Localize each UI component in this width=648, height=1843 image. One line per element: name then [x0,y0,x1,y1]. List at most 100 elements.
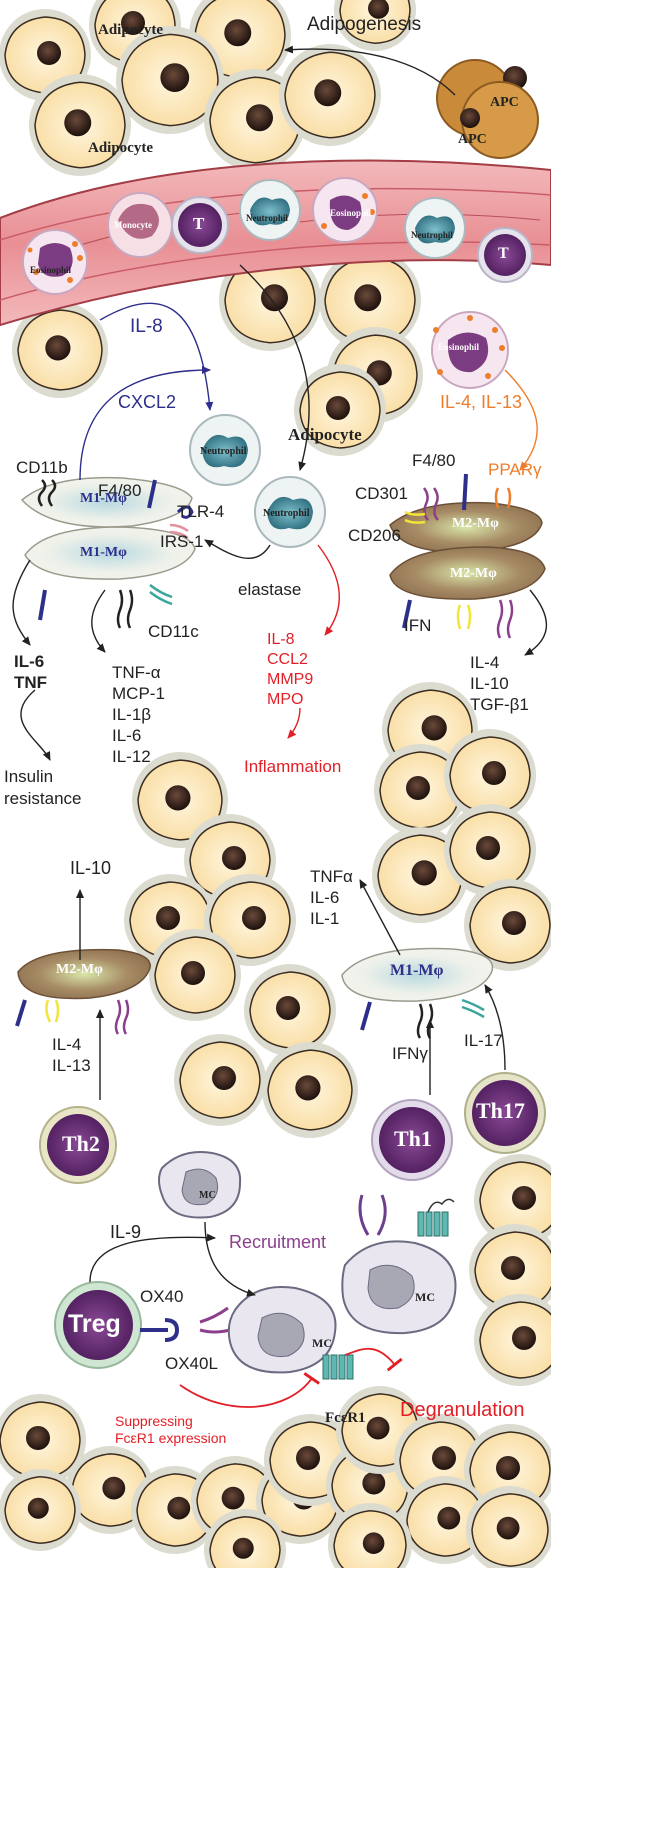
m2-outputs: IL-4 IL-10 TGF-β1 [470,652,529,715]
m1-macrophage-lower [341,947,494,1039]
suppressing-label-2: FcεR1 expression [115,1430,227,1446]
mast-cell-2 [227,1286,337,1374]
il4-il13-label: IL-4, IL-13 [440,392,523,412]
cd11c-label: CD11c [148,622,199,641]
il10-lower-label: IL-10 [70,858,112,878]
ox40l-label: OX40L [165,1354,218,1373]
il17-label: IL-17 [464,1031,503,1050]
adipocyte-cell [149,929,241,1021]
tlr4-label: TLR-4 [177,502,225,521]
apc-cells [436,59,539,159]
adipocyte-cell [0,1469,81,1551]
t-cell [171,196,229,254]
neutrophil-mid-label-2: Neutrophil [263,508,310,519]
adipocyte-cell [444,729,536,821]
il8-blue-label: IL-8 [130,316,163,337]
neutrophil-outputs: IL-8 CCL2 MMP9 MPO [267,630,313,710]
th1-label: Th1 [394,1126,432,1151]
vessel-eosinophil-label: Eosinophil [30,265,72,275]
th17-cell [464,1072,546,1154]
vessel-monocyte-label: Monocyte [114,220,152,230]
adipocyte-cell [174,1034,266,1126]
neutrophil-output-ccl2: CCL2 [267,651,308,668]
neutrophil-output-mmp9: MMP9 [267,671,314,688]
adipocyte-label-1: Adipocyte [98,22,163,38]
adipogenesis-label: Adipogenesis [307,14,422,35]
adipocyte-cell [116,26,224,134]
adipocyte-cell [464,879,551,971]
m2-macrophage-1 [389,501,543,553]
m1-macrophage-1 [20,476,193,528]
fcer1-receptor [322,1354,354,1380]
m2-output-il10: IL-10 [470,674,509,693]
fcer1-label: FcεR1 [325,1410,366,1426]
vessel-cells [22,177,533,295]
eosinophil-cell [22,229,88,295]
neutrophil-mid-label-1: Neutrophil [200,446,247,457]
adipocyte-cell [474,1154,551,1246]
m1-lower-outputs: TNFα IL-6 IL-1 [310,866,353,929]
recruitment-label: Recruitment [229,1232,327,1252]
diagram-canvas [0,0,551,1568]
m1-mid-label-2: M1-Mφ [80,545,127,560]
adipocyte-cluster [0,0,551,1568]
degranulation-label: Degranulation [400,1399,525,1421]
middle-cells [20,311,546,639]
neutrophil-cell-2 [404,197,466,259]
vessel-neutrophil-label-2: Neutrophil [411,230,453,240]
arrows [12,45,547,1408]
insulin-label: Insulin [4,767,54,786]
il9-label: IL-9 [110,1222,142,1242]
adipocyte-cell [279,44,381,146]
th2-label: Th2 [62,1131,100,1156]
bottom-cells [54,1151,457,1380]
f480-left-label: F4/80 [98,481,142,500]
lower-cells [15,947,546,1184]
neutrophil-mid-2 [254,476,326,548]
adipocyte-mid-label: Adipocyte [288,425,362,444]
eosinophil-right [431,311,509,389]
suppressing-label-1: Suppressing [115,1413,193,1429]
m1-output-tnfa: TNF-α [112,663,161,682]
m1-lower-output-il6: IL-6 [310,888,340,907]
t-cell-2 [477,227,533,283]
adipocyte-cell [29,74,131,176]
neutrophil-output-il8: IL-8 [267,631,295,648]
pparg-label: PPARγ [488,460,542,479]
th2-input-il13: IL-13 [52,1056,91,1075]
m1-output-il12: IL-12 [112,747,151,766]
th2-inputs: IL-4 IL-13 [52,1034,91,1076]
ifng-label: IFNγ [392,1044,428,1063]
th2-input-il4: IL-4 [52,1035,82,1054]
apc-label-1: APC [490,95,519,110]
eosinophil-cell-2 [312,177,378,243]
f480-right-label: F4/80 [412,451,456,470]
adipocyte-cell [219,249,321,351]
m1-lower-output-il1: IL-1 [310,909,340,928]
mast-cell-1 [158,1151,242,1219]
mast-cell-3 [341,1194,457,1335]
m1-outputs: TNF-α MCP-1 IL-1β IL-6 IL-12 [112,662,165,767]
il6-bold-label: IL-6 [14,652,45,671]
neutrophil-cell [239,179,301,241]
mc-label-2: MC [415,1290,435,1304]
m1-output-il6: IL-6 [112,726,142,745]
adipocyte-cell [0,9,91,101]
tnf-bold-label: TNF [14,673,48,692]
mc-label-3: MC [312,1336,332,1350]
vessel-t-label-1: T [193,214,205,233]
th2-cell [39,1106,117,1184]
vessel-neutrophil-label-1: Neutrophil [246,213,288,223]
adipocyte-cell [466,1486,551,1568]
adipocyte-cell [244,964,336,1056]
adipocyte-cell [469,1224,551,1316]
adipocyte-cell [319,249,421,351]
adipocyte-cell [12,302,108,398]
adipocyte-cell [444,804,536,896]
adipocyte-cell [372,827,468,923]
adipocyte-cell [262,1042,358,1138]
irs1-label: IRS-1 [160,532,204,551]
m2-mid-label-2: M2-Mφ [450,566,497,581]
m2-macrophage-lower [15,948,151,1035]
adipocyte-cell [374,744,466,836]
